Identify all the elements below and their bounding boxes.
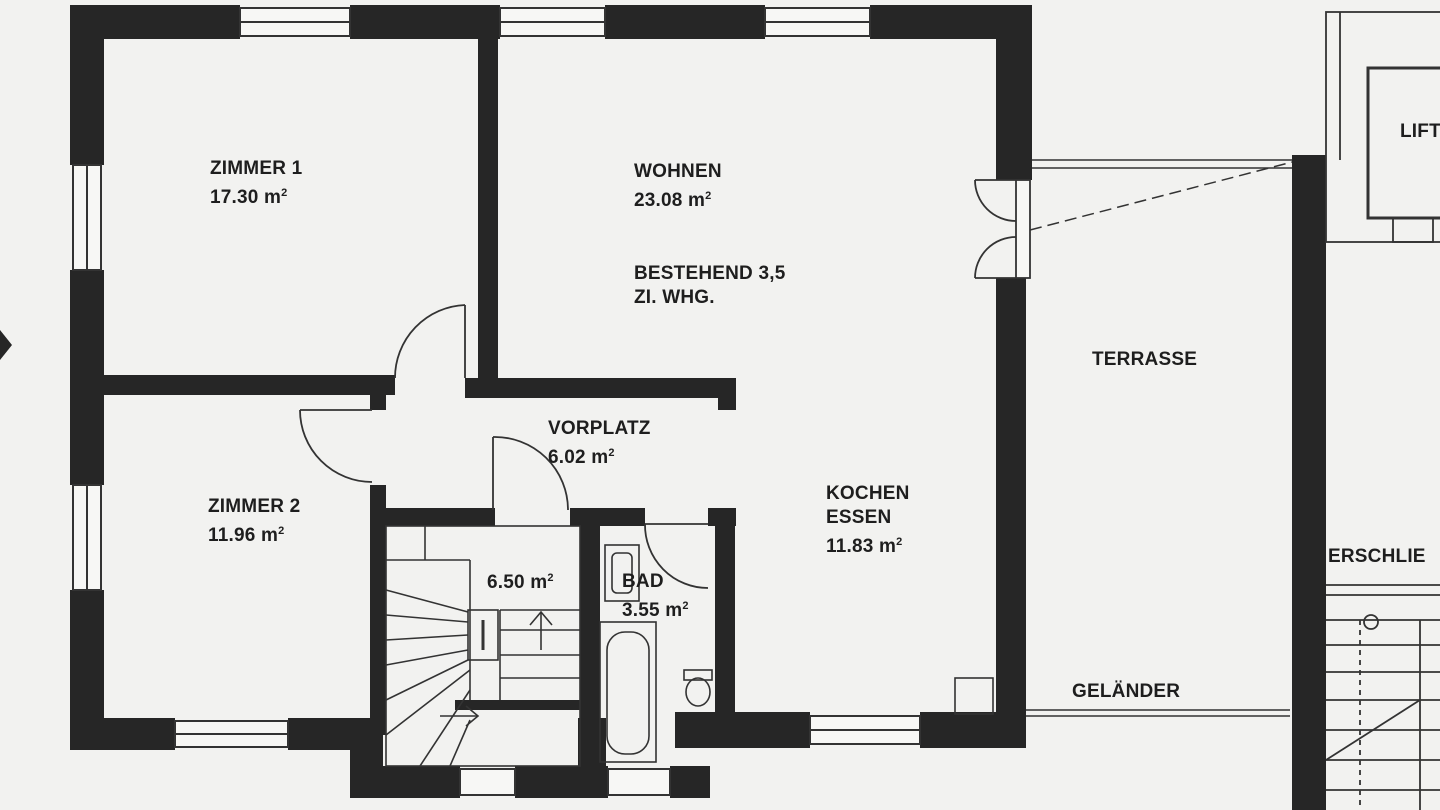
shaft — [954, 677, 994, 715]
apartment-note-line-2: ZI. WHG. — [634, 287, 715, 308]
room-area: 6.50 m2 — [487, 572, 554, 593]
apartment-note: BESTEHEND 3,5 ZI. WHG. — [634, 262, 785, 310]
staircase — [385, 525, 581, 767]
room-name: ZIMMER 1 — [210, 158, 303, 179]
room-name: ERSCHLIE — [1328, 546, 1426, 567]
room-name: BAD — [622, 571, 664, 592]
room-name: VORPLATZ — [548, 418, 651, 439]
entrance-arrow-icon — [0, 330, 12, 360]
room-area: 6.02 m2 — [548, 447, 615, 468]
room-area: 3.55 m2 — [622, 600, 689, 621]
toilet-icon — [683, 669, 713, 707]
room-name: LIFT — [1400, 121, 1440, 142]
room-area: 23.08 m2 — [634, 190, 712, 211]
apartment-note-line-1: BESTEHEND 3,5 — [634, 263, 786, 284]
room-area: 11.83 m2 — [826, 536, 903, 557]
room-label-kochen-essen: KOCHEN ESSEN 11.83 m2 — [826, 482, 910, 559]
interior-walls — [70, 5, 736, 738]
neighbour-walls — [1292, 155, 1326, 810]
label-lift: LIFT — [1400, 120, 1440, 144]
room-name-line-2: ESSEN — [826, 507, 892, 528]
exterior-walls — [70, 5, 1032, 798]
bathtub-icon — [599, 621, 657, 763]
room-name: WOHNEN — [634, 161, 722, 182]
stair-arrow-icon — [440, 610, 553, 727]
room-label-zimmer-1: ZIMMER 1 17.30 m2 — [210, 157, 302, 210]
room-label-vorplatz: VORPLATZ 6.02 m2 — [548, 417, 651, 470]
neighbour-outline — [1325, 11, 1440, 810]
sink-icon — [604, 544, 640, 602]
room-area: 11.96 m2 — [208, 525, 285, 546]
room-name: ZIMMER 2 — [208, 496, 301, 517]
label-gelaender: GELÄNDER — [1072, 680, 1180, 704]
room-label-zimmer-2: ZIMMER 2 11.96 m2 — [208, 495, 300, 548]
door-swing-icon — [299, 179, 1031, 589]
room-label-terrasse: TERRASSE — [1092, 348, 1197, 372]
room-name: GELÄNDER — [1072, 681, 1181, 702]
room-label-bad: BAD 3.55 m2 — [622, 570, 689, 623]
room-name-line-1: KOCHEN — [826, 483, 910, 504]
windows — [72, 7, 921, 796]
terrace-outline — [1026, 159, 1301, 717]
room-area: 17.30 m2 — [210, 187, 288, 208]
room-name: TERRASSE — [1092, 349, 1198, 370]
label-erschliessung: ERSCHLIE — [1328, 545, 1426, 569]
room-label-wohnen: WOHNEN 23.08 m2 — [634, 160, 722, 213]
room-label-treppe: 6.50 m2 — [487, 566, 554, 595]
